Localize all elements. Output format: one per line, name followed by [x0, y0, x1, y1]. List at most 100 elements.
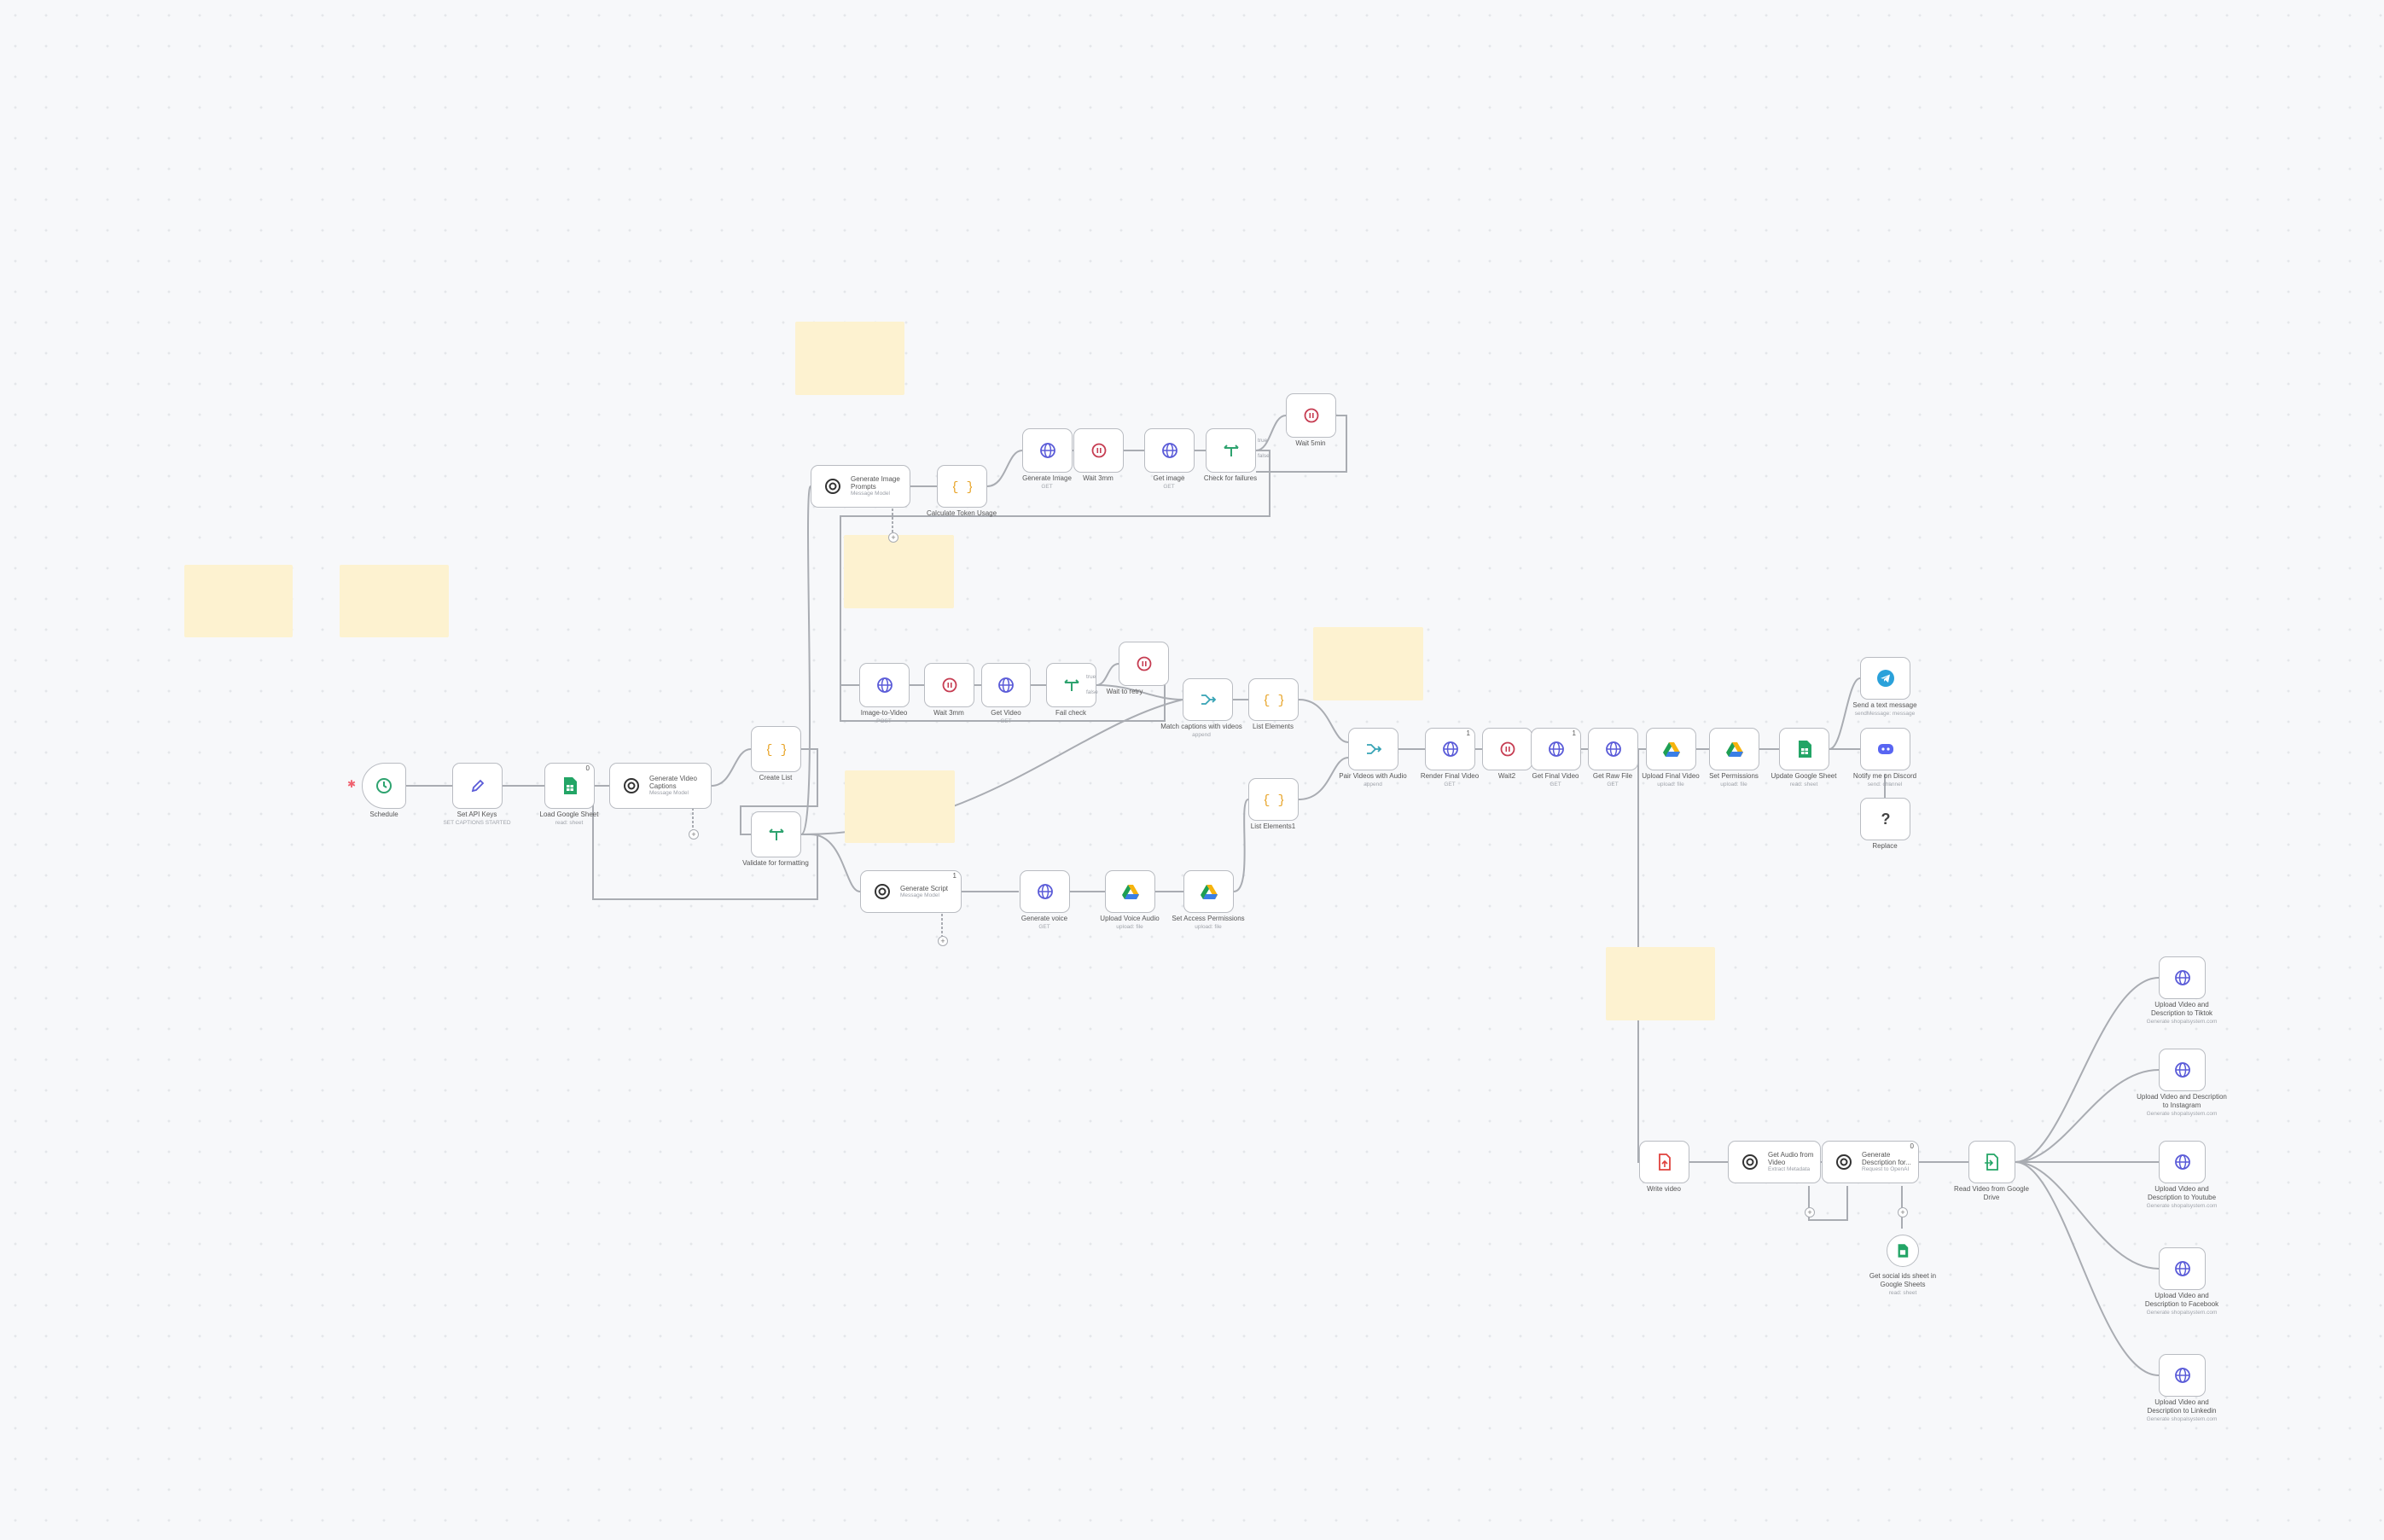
node-upload-linkedin[interactable]	[2159, 1354, 2206, 1397]
node-get-image[interactable]	[1144, 428, 1195, 473]
node-generate-description[interactable]: 0 Generate Description for...Request to …	[1822, 1141, 1919, 1183]
edge	[2015, 1161, 2160, 1270]
sticky-note[interactable]	[795, 322, 904, 395]
node-wait-b[interactable]	[924, 663, 974, 707]
node-write-video[interactable]	[1639, 1141, 1689, 1183]
run-count-badge: 1	[1572, 729, 1576, 737]
code-icon: { }	[951, 475, 974, 497]
node-wait-final[interactable]	[1482, 728, 1532, 770]
node-schedule[interactable]	[362, 763, 406, 809]
edge	[1808, 1186, 1848, 1221]
node-calculate-token-usage[interactable]: { }	[937, 465, 987, 508]
node-upload-facebook[interactable]	[2159, 1247, 2206, 1290]
node-generate-image[interactable]	[1022, 428, 1073, 473]
node-load-google-sheet[interactable]: 0	[544, 763, 595, 809]
node-get-raw-file[interactable]	[1588, 728, 1638, 770]
node-set-access-permissions[interactable]	[1183, 870, 1234, 913]
edge-label-true: true	[1258, 438, 1268, 444]
node-set-api-keys[interactable]	[452, 763, 503, 809]
globe-icon	[2172, 1258, 2194, 1280]
openai-icon	[620, 775, 643, 797]
node-label: Fail check	[1055, 709, 1086, 717]
globe-icon	[1602, 738, 1625, 760]
sticky-note[interactable]	[1313, 627, 1423, 700]
node-create-list[interactable]: { }	[751, 726, 801, 772]
sticky-note[interactable]	[340, 565, 449, 637]
node-list-elements[interactable]: { }	[1248, 678, 1299, 721]
node-wait-retry[interactable]	[1119, 642, 1169, 686]
sticky-note[interactable]	[1606, 947, 1715, 1020]
node-image-to-video[interactable]	[859, 663, 910, 707]
run-count-badge: 1	[1466, 729, 1470, 737]
node-update-google-sheet[interactable]	[1779, 728, 1829, 770]
node-label: Check for failures	[1203, 474, 1258, 482]
node-read-video-drive[interactable]	[1968, 1141, 2015, 1183]
sticky-note[interactable]	[184, 565, 293, 637]
node-validate-formatting[interactable]	[751, 811, 801, 857]
edge	[740, 748, 818, 835]
add-tool-button[interactable]: +	[938, 936, 948, 946]
globe-icon	[1545, 738, 1567, 760]
node-render-final-video[interactable]: 1	[1425, 728, 1475, 770]
svg-text:{ }: { }	[767, 743, 786, 758]
node-get-video[interactable]	[981, 663, 1031, 707]
add-tool-button[interactable]: +	[689, 829, 699, 840]
google-drive-icon	[1724, 738, 1746, 760]
node-list-elements1[interactable]: { }	[1248, 778, 1299, 821]
edge	[840, 450, 1270, 686]
node-match-captions[interactable]	[1183, 678, 1233, 721]
node-discord[interactable]	[1860, 728, 1910, 770]
node-label: List Elements	[1252, 723, 1294, 730]
wait-icon	[939, 674, 961, 696]
node-wait-a[interactable]	[1073, 428, 1124, 473]
node-label: Wait 5min	[1295, 439, 1326, 447]
sticky-note[interactable]	[844, 535, 954, 608]
merge-icon	[1197, 689, 1219, 711]
node-upload-youtube[interactable]	[2159, 1141, 2206, 1183]
node-upload-final-video[interactable]	[1646, 728, 1696, 770]
node-label: Wait 3mm	[1083, 474, 1114, 482]
openai-icon	[1833, 1151, 1855, 1173]
node-wait-5min[interactable]	[1286, 393, 1336, 438]
openai-icon	[1739, 1151, 1761, 1173]
globe-icon	[2172, 1364, 2194, 1386]
add-tool-button[interactable]: +	[1805, 1207, 1815, 1217]
sticky-note[interactable]	[845, 770, 955, 843]
node-check-failures[interactable]	[1206, 428, 1256, 473]
node-pair-videos-audio[interactable]	[1348, 728, 1398, 770]
globe-icon	[2172, 1059, 2194, 1081]
node-get-social-ids[interactable]	[1887, 1235, 1919, 1267]
node-upload-tiktok[interactable]	[2159, 956, 2206, 999]
edge	[1298, 757, 1349, 800]
wait-icon	[1300, 404, 1323, 427]
node-telegram[interactable]	[1860, 657, 1910, 700]
code-icon: { }	[1263, 788, 1285, 811]
add-tool-button[interactable]: +	[1898, 1207, 1908, 1217]
add-tool-button[interactable]: +	[888, 532, 898, 543]
node-get-final-video[interactable]: 1	[1531, 728, 1581, 770]
node-generate-voice[interactable]	[1020, 870, 1070, 913]
node-replace[interactable]: ?	[1860, 798, 1910, 840]
node-set-permissions[interactable]	[1709, 728, 1759, 770]
globe-icon	[1034, 880, 1056, 903]
node-upload-instagram[interactable]	[2159, 1049, 2206, 1091]
node-fail-check[interactable]	[1046, 663, 1096, 707]
node-upload-voice-audio[interactable]	[1105, 870, 1155, 913]
